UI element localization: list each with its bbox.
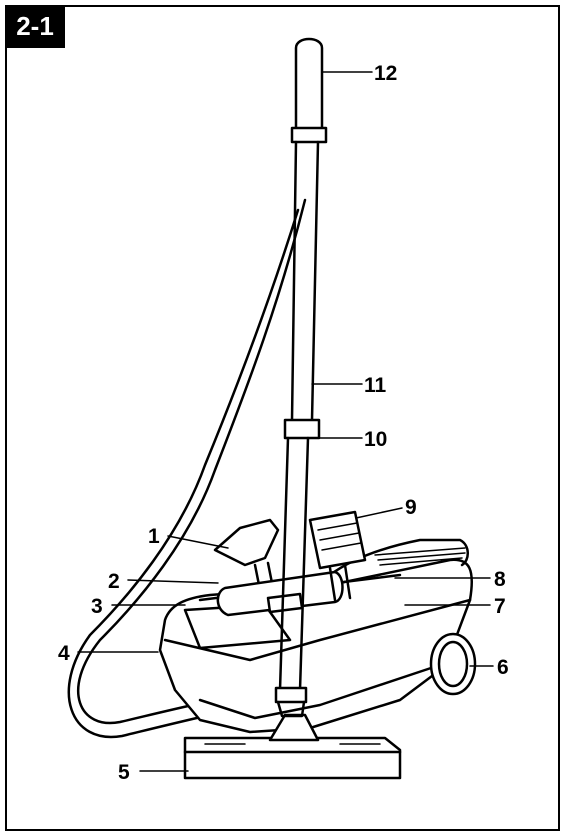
callout-6: 6 xyxy=(497,656,509,679)
vacuum-body xyxy=(158,538,474,734)
callout-labels: 12 11 10 9 8 7 6 5 4 3 2 1 xyxy=(58,62,509,784)
callout-10: 10 xyxy=(364,428,387,451)
wheel xyxy=(429,632,477,696)
callout-7: 7 xyxy=(494,595,506,618)
leader-9 xyxy=(355,507,403,519)
callout-2: 2 xyxy=(108,570,120,593)
hose xyxy=(67,198,307,739)
wand-tube xyxy=(274,37,328,718)
leader-1 xyxy=(167,535,229,549)
callout-1: 1 xyxy=(148,525,160,548)
callout-3: 3 xyxy=(91,595,103,618)
callout-11: 11 xyxy=(364,374,387,397)
accessory-nozzles xyxy=(213,510,367,617)
callout-5: 5 xyxy=(118,761,130,784)
leader-lines xyxy=(77,71,494,772)
figure-number-badge: 2-1 xyxy=(5,5,65,48)
leader-2 xyxy=(127,579,219,584)
callout-9: 9 xyxy=(405,496,417,519)
callout-4: 4 xyxy=(58,642,70,665)
callout-12: 12 xyxy=(374,62,397,85)
callout-8: 8 xyxy=(494,568,506,591)
